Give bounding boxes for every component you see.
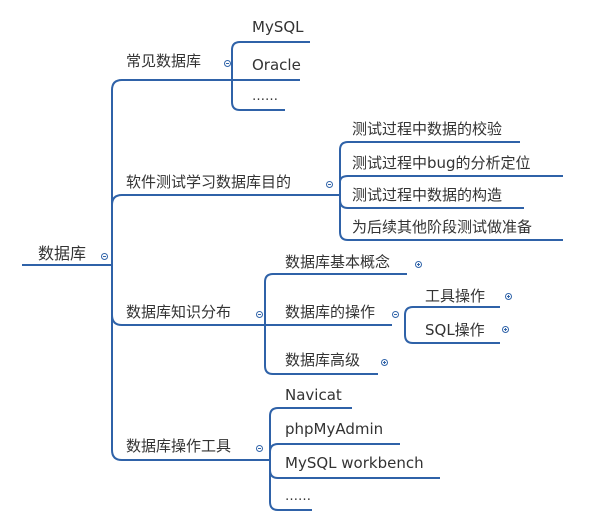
branch-common-db: 常见数据库 — [126, 52, 202, 70]
leaf-data-construction: 测试过程中数据的构造 — [352, 186, 503, 204]
node-db-operations: 数据库的操作 — [285, 303, 376, 321]
leaf-db-advanced: 数据库高级 — [285, 351, 361, 369]
leaf-later-testing-prep: 为后续其他阶段测试做准备 — [352, 218, 533, 236]
collapse-toggle-icon[interactable] — [256, 311, 263, 318]
collapse-toggle-icon[interactable] — [101, 253, 108, 260]
leaf-mysql-workbench: MySQL workbench — [285, 454, 424, 472]
leaf-oracle: Oracle — [252, 56, 301, 74]
collapse-toggle-icon[interactable] — [392, 311, 399, 318]
expand-toggle-icon[interactable] — [505, 293, 512, 300]
root-node-label: 数据库 — [38, 244, 87, 263]
expand-toggle-icon[interactable] — [502, 326, 509, 333]
collapse-toggle-icon[interactable] — [224, 60, 231, 67]
leaf-navicat: Navicat — [285, 386, 342, 404]
leaf-bug-analysis: 测试过程中bug的分析定位 — [352, 154, 531, 172]
leaf-phpmyadmin: phpMyAdmin — [285, 420, 384, 438]
leaf-mysql: MySQL — [252, 18, 304, 36]
leaf-sql-operation: SQL操作 — [425, 321, 485, 339]
branch-knowledge: 数据库知识分布 — [126, 303, 232, 321]
expand-toggle-icon[interactable] — [415, 261, 422, 268]
expand-toggle-icon[interactable] — [381, 359, 388, 366]
leaf-ellipsis: …… — [285, 489, 311, 504]
leaf-data-validation: 测试过程中数据的校验 — [352, 120, 503, 138]
leaf-basic-concepts: 数据库基本概念 — [285, 253, 391, 271]
branch-testing-purpose: 软件测试学习数据库目的 — [126, 173, 292, 191]
collapse-toggle-icon[interactable] — [256, 445, 263, 452]
leaf-ellipsis: …… — [252, 89, 278, 104]
leaf-tool-operation: 工具操作 — [425, 287, 486, 305]
collapse-toggle-icon[interactable] — [326, 181, 333, 188]
branch-db-tools: 数据库操作工具 — [126, 437, 232, 455]
